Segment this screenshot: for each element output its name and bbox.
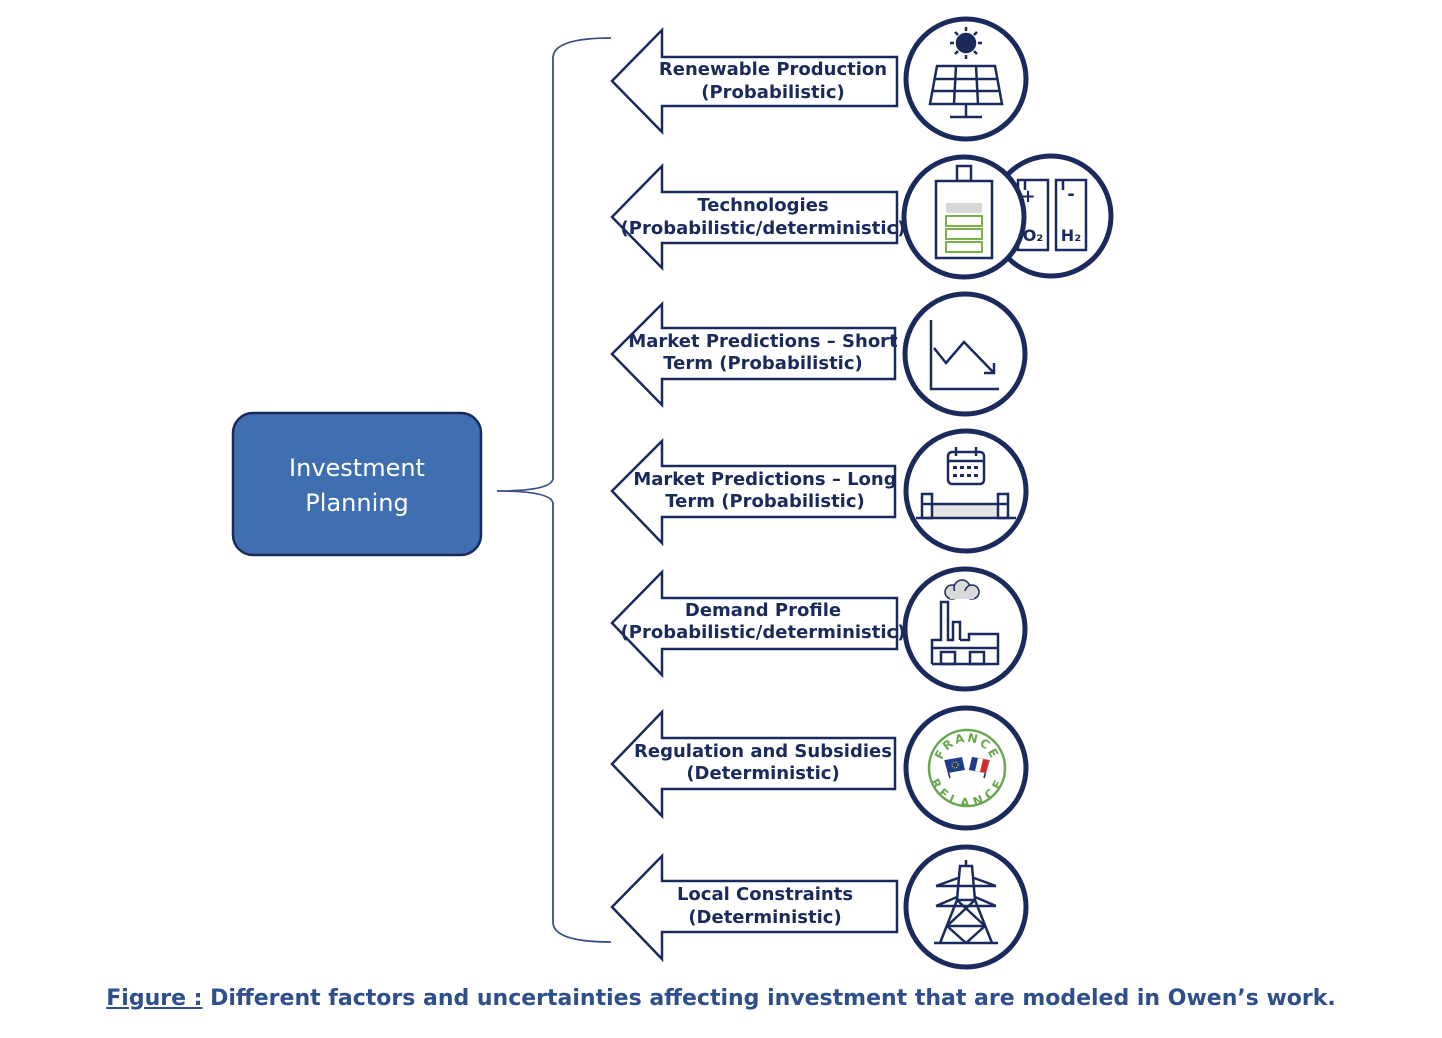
factor-row-market-long-term: Market Predictions – Long Term (Probabil… [610, 428, 1029, 554]
battery-electrolyzer-icon: + - O₂ H₂ [901, 153, 1114, 280]
declining-chart-icon [902, 291, 1028, 417]
center-title-line1: Investment [289, 454, 425, 482]
factor-label-line2: (Deterministic) [686, 763, 839, 784]
factor-row-regulation-subsidies: Regulation and Subsidies (Deterministic)… [610, 705, 1029, 831]
curly-bracket [496, 37, 612, 943]
factor-label-line2: Term (Probabilistic) [665, 491, 864, 512]
h2-label: H₂ [1061, 226, 1081, 245]
investment-planning-box: Investment Planning [231, 411, 483, 557]
factor-label-line1: Regulation and Subsidies [634, 741, 892, 762]
factor-row-market-short-term: Market Predictions – Short Term (Probabi… [610, 291, 1028, 417]
factor-arrow [610, 852, 899, 963]
factor-arrow [610, 437, 897, 547]
factor-label-line1: Market Predictions – Short [628, 331, 898, 352]
eu-flag [944, 757, 965, 779]
factor-label-line1: Technologies [697, 195, 828, 216]
figure-caption: Figure : Different factors and uncertain… [0, 986, 1442, 1011]
factor-label-line1: Demand Profile [685, 600, 841, 621]
factor-row-demand-profile: Demand Profile (Probabilistic/determinis… [610, 566, 1028, 692]
factor-row-technologies: Technologies (Probabilistic/deterministi… [610, 153, 1114, 280]
factor-arrow [610, 568, 899, 679]
factor-label-line2: (Probabilistic/deterministic) [621, 622, 906, 643]
caption-label: Figure : [106, 986, 203, 1011]
french-flag [968, 756, 990, 779]
power-pylon-icon [903, 844, 1029, 970]
factor-arrow [610, 26, 899, 136]
france-relance-seal-icon: FRANCE RELANCE [903, 705, 1029, 831]
factor-arrow [610, 708, 897, 820]
calendar-bridge-icon [903, 428, 1029, 554]
caption-text: Different factors and uncertainties affe… [202, 986, 1336, 1011]
factor-label-line2: (Probabilistic) [701, 82, 844, 103]
factory-icon [902, 566, 1028, 692]
center-title-line2: Planning [305, 489, 408, 517]
factor-label-line2: Term (Probabilistic) [663, 353, 862, 374]
factor-row-renewable-production: Renewable Production (Probabilistic) [610, 16, 1029, 142]
o2-label: O₂ [1023, 226, 1044, 245]
factor-label-line1: Renewable Production [659, 59, 887, 80]
factor-label-line2: (Deterministic) [688, 907, 841, 928]
factor-label-line2: (Probabilistic/deterministic) [621, 218, 906, 239]
factor-label-line1: Market Predictions – Long [633, 469, 896, 490]
factor-arrow [610, 300, 897, 409]
factor-row-local-constraints: Local Constraints (Deterministic) [610, 844, 1029, 970]
solar-panel-icon [903, 16, 1029, 142]
minus-sign: - [1067, 184, 1074, 205]
factor-arrow [610, 162, 899, 272]
factor-label-line1: Local Constraints [677, 884, 853, 905]
